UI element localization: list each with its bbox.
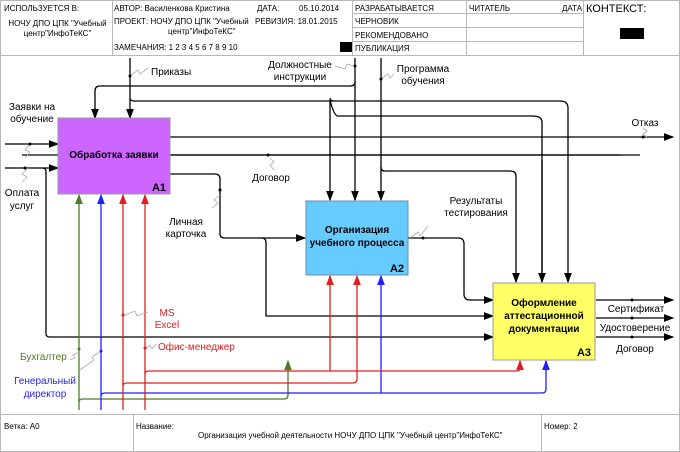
arrow-mech-excel-to-a2 — [122, 274, 361, 387]
label-test-results-2: тестирования — [444, 208, 508, 219]
label-test-results-1: Результаты — [450, 196, 503, 207]
label-payment-1: Оплата — [5, 188, 40, 199]
footer-divider — [541, 414, 542, 452]
arrow-mech-director-to-a2-a3 — [100, 276, 547, 397]
arrow-control-program-branch — [380, 166, 520, 284]
a3-title-line1: Оформление — [511, 297, 577, 309]
a1-title: Обработка заявки — [69, 149, 158, 161]
project-field: ПРОЕКТ: НОЧУ ДПО ЦПК "Учебный — [114, 17, 249, 26]
context-label: КОНТЕКСТ: — [586, 3, 647, 15]
header-divider — [583, 0, 584, 55]
used-in-value-2: центр"ИнфоТеКС" — [23, 29, 92, 38]
header-divider — [352, 13, 583, 14]
arrow-test-results — [408, 237, 495, 304]
arrow-personal-card — [170, 173, 307, 242]
label-applications-1: Заявки на — [9, 102, 56, 113]
status-draft: ЧЕРНОВИК — [355, 17, 399, 26]
label-office-manager: Офис-менеджер — [158, 341, 235, 353]
title-label: Название: — [136, 422, 174, 431]
label-payment-2: услуг — [10, 201, 35, 212]
diagram-title: Организация учебной деятельности НОЧУ ДП… — [198, 431, 503, 440]
publication-marker — [340, 42, 352, 52]
label-diploma: Удостоверение — [600, 323, 671, 334]
label-contract-output: Договор — [616, 344, 654, 355]
arrow-control-instructions-to-a1 — [91, 81, 356, 120]
status-working: РАЗРАБАТЫВАЕТСЯ — [355, 4, 434, 13]
a3-title-line2: аттестационной — [504, 311, 584, 322]
author-field: АВТОР: Василенкова Кристина — [114, 4, 230, 13]
arrow-control-instructions-branch — [329, 97, 335, 102]
label-orders: Приказы — [151, 67, 191, 78]
label-program-2: обучения — [401, 75, 444, 87]
label-program-1: Программа — [397, 64, 450, 75]
label-accountant: Бухгалтер — [20, 352, 67, 363]
label-certificate: Сертификат — [608, 303, 665, 315]
label-contract-internal: Договор — [252, 173, 290, 184]
arrow-personal-card-to-a3 — [261, 237, 495, 320]
arrow-payment-to-a3 — [42, 167, 495, 341]
header-divider — [112, 0, 113, 55]
label-personal-card-1: Личная — [169, 217, 203, 228]
status-publication: ПУБЛИКАЦИЯ — [355, 44, 410, 53]
activity-box-a2 — [305, 200, 409, 276]
revision-field: РЕВИЗИЯ: 18.01.2015 — [255, 17, 338, 26]
a2-number: A2 — [390, 263, 404, 275]
number-field: Номер: 2 — [544, 422, 578, 431]
label-excel-1: MS — [160, 308, 175, 319]
status-recommended: РЕКОМЕНДОВАНО — [355, 31, 429, 40]
label-instructions-1: Должностные — [268, 60, 332, 71]
used-in-label: ИСПОЛЬЗУЕТСЯ В: — [4, 4, 80, 13]
label-refusal: Отказ — [632, 118, 659, 129]
reader-label: ЧИТАТЕЛЬ — [469, 4, 511, 13]
header-divider — [352, 27, 583, 28]
context-marker — [620, 28, 644, 39]
node-field: Ветка: А0 — [4, 422, 40, 431]
date-label: ДАТА: — [257, 4, 280, 13]
notes-field: ЗАМЕЧАНИЯ: 1 2 3 4 5 6 7 8 9 10 — [114, 43, 238, 52]
a3-number: A3 — [577, 347, 591, 359]
a2-title-line1: Организация — [325, 225, 389, 236]
reader-date-label: ДАТА — [562, 4, 583, 13]
header-divider — [352, 41, 583, 42]
arrow-control-a3-mid — [329, 99, 543, 282]
activity-box-a3 — [492, 282, 596, 361]
header-divider — [0, 55, 680, 56]
date-value: 05.10.2014 — [299, 4, 340, 13]
label-applications-2: обучение — [10, 113, 54, 125]
a2-title-line2: учебного процесса — [310, 237, 405, 249]
label-director-1: Генеральный — [14, 376, 76, 387]
a1-number: A1 — [152, 182, 166, 194]
label-director-2: директор — [24, 389, 67, 400]
label-instructions-2: инструкции — [274, 72, 326, 83]
used-in-value: НОЧУ ДПО ЦПК "Учебный — [8, 19, 107, 28]
footer-divider — [133, 414, 134, 452]
label-excel-2: Excel — [155, 320, 179, 331]
project-field-2: центр"ИнфоТеКС" — [168, 27, 236, 36]
label-personal-card-2: карточка — [166, 229, 207, 240]
arrow-mech-accountant-to-a3 — [78, 359, 292, 403]
arrow-control-orders-branch — [129, 97, 572, 284]
a3-title-line3: документации — [509, 324, 580, 335]
activity-box-a1 — [57, 117, 171, 195]
footer-divider — [0, 414, 680, 415]
